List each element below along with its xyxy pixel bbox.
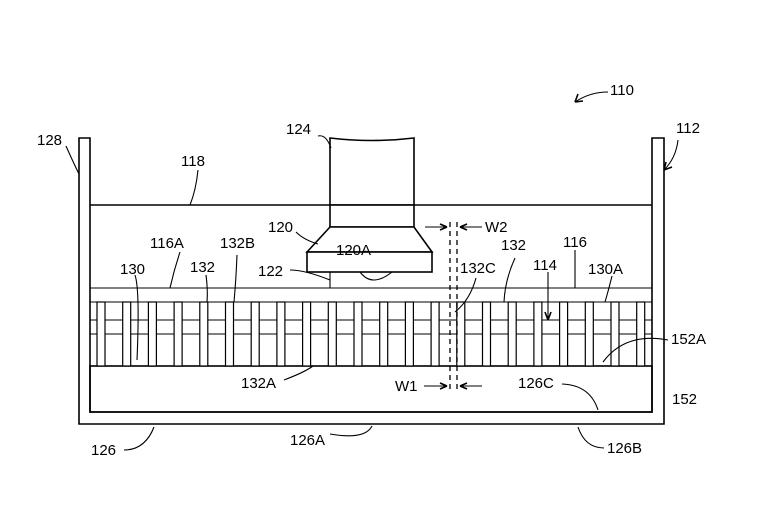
pillar bbox=[251, 302, 259, 366]
label-110: 110 bbox=[610, 82, 634, 99]
pillar bbox=[303, 302, 311, 366]
label-152: 152 bbox=[672, 391, 697, 408]
label-116: 116 bbox=[563, 234, 587, 251]
pillar bbox=[328, 302, 336, 366]
label-116A: 116A bbox=[150, 235, 184, 252]
pillar bbox=[174, 302, 182, 366]
label-118: 118 bbox=[181, 153, 205, 170]
probe-assembly bbox=[307, 138, 432, 288]
pillar bbox=[380, 302, 388, 366]
pillar bbox=[637, 302, 645, 366]
label-132B: 132B bbox=[220, 235, 255, 252]
label-126C: 126C bbox=[518, 375, 554, 392]
pillar bbox=[560, 302, 568, 366]
pillar bbox=[457, 302, 465, 366]
pillar bbox=[534, 302, 542, 366]
label-112: 112 bbox=[676, 120, 700, 137]
pillar bbox=[123, 302, 131, 366]
label-132C: 132C bbox=[460, 260, 496, 277]
label-130: 130 bbox=[120, 261, 145, 278]
label-126A: 126A bbox=[290, 432, 325, 449]
pillar bbox=[405, 302, 413, 366]
pillar bbox=[277, 302, 285, 366]
pillar bbox=[508, 302, 516, 366]
label-130A: 130A bbox=[588, 261, 623, 278]
label-152A: 152A bbox=[671, 331, 706, 348]
probe-shaft-124 bbox=[330, 138, 414, 205]
label-132A: 132A bbox=[241, 375, 276, 392]
pillar bbox=[97, 302, 105, 366]
label-132-right: 132 bbox=[501, 237, 526, 254]
label-120: 120 bbox=[268, 219, 293, 236]
label-W2: W2 bbox=[485, 219, 508, 236]
pillar bbox=[200, 302, 208, 366]
pillar bbox=[431, 302, 439, 366]
pillar bbox=[611, 302, 619, 366]
probe-neck bbox=[330, 205, 414, 227]
label-126B: 126B bbox=[607, 440, 642, 457]
label-128: 128 bbox=[37, 132, 62, 149]
label-114: 114 bbox=[533, 257, 557, 274]
label-120A: 120A bbox=[336, 242, 371, 259]
pillar bbox=[483, 302, 491, 366]
pillar bbox=[226, 302, 234, 366]
pillar bbox=[585, 302, 593, 366]
pillar bbox=[148, 302, 156, 366]
label-W1: W1 bbox=[395, 378, 418, 395]
label-132-left: 132 bbox=[190, 259, 215, 276]
label-126: 126 bbox=[91, 442, 116, 459]
probe-tip-120A bbox=[360, 272, 392, 280]
pillar bbox=[354, 302, 362, 366]
label-124: 124 bbox=[286, 121, 311, 138]
substrate-152 bbox=[90, 366, 652, 412]
label-122: 122 bbox=[258, 263, 283, 280]
